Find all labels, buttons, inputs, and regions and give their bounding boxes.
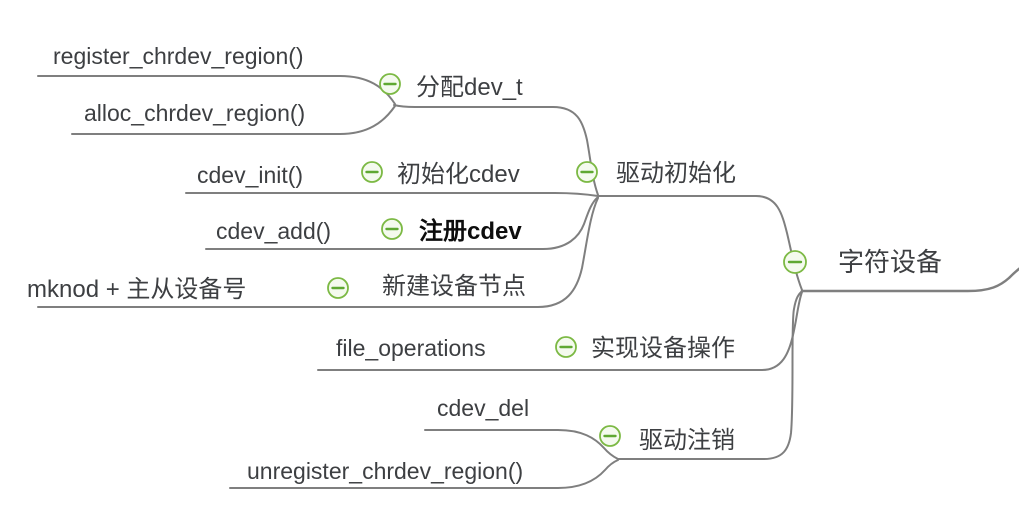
- collapse-icon-init-cdev[interactable]: [361, 161, 383, 183]
- collapse-icons: [327, 73, 807, 447]
- collapse-icon-driver-init[interactable]: [576, 161, 598, 183]
- branch-driver-init: [597, 195, 803, 291]
- collapse-icon-register-cdev[interactable]: [381, 218, 403, 240]
- node-cdev-add[interactable]: cdev_add(): [216, 218, 331, 244]
- node-cdev-init[interactable]: cdev_init(): [197, 162, 303, 188]
- branch-lines: [37, 75, 1019, 489]
- branch-init-cdev: [185, 192, 599, 197]
- branch-driver-unregister: [617, 290, 803, 460]
- node-new-device-node[interactable]: 新建设备节点: [382, 273, 526, 300]
- node-file-operations[interactable]: file_operations: [336, 335, 486, 361]
- node-driver-unregister[interactable]: 驱动注销: [639, 427, 735, 454]
- branch-alloc-chrdev-region: [71, 105, 396, 135]
- branch-new-device-node: [37, 197, 599, 308]
- node-impl-device-ops[interactable]: 实现设备操作: [591, 335, 735, 362]
- node-init-cdev[interactable]: 初始化cdev: [397, 161, 520, 188]
- collapse-icon-char-device[interactable]: [783, 250, 807, 274]
- node-driver-init[interactable]: 驱动初始化: [616, 160, 736, 187]
- branch-unregister-chrdev-region: [229, 459, 619, 489]
- node-register-chrdev-region[interactable]: register_chrdev_region(): [53, 43, 304, 69]
- node-alloc-devt[interactable]: 分配dev_t: [416, 74, 523, 101]
- node-labels: register_chrdev_region() alloc_chrdev_re…: [27, 43, 942, 484]
- collapse-icon-alloc-devt[interactable]: [379, 73, 401, 95]
- collapse-icon-driver-unregister[interactable]: [599, 425, 621, 447]
- branch-char-device-to-root: [800, 267, 1019, 293]
- branch-cdev-del: [424, 429, 619, 460]
- node-char-device[interactable]: 字符设备: [838, 247, 942, 277]
- collapse-icon-new-device-node[interactable]: [327, 277, 349, 299]
- node-alloc-chrdev-region[interactable]: alloc_chrdev_region(): [84, 100, 305, 126]
- branch-register-cdev: [205, 196, 599, 250]
- node-register-cdev[interactable]: 注册cdev: [419, 217, 522, 245]
- node-mknod-major-minor[interactable]: mknod + 主从设备号: [27, 276, 246, 303]
- branch-register-chrdev-region: [37, 75, 396, 105]
- collapse-icon-impl-device-ops[interactable]: [555, 336, 577, 358]
- node-unregister-chrdev-region[interactable]: unregister_chrdev_region(): [247, 458, 523, 484]
- node-cdev-del[interactable]: cdev_del: [437, 395, 529, 421]
